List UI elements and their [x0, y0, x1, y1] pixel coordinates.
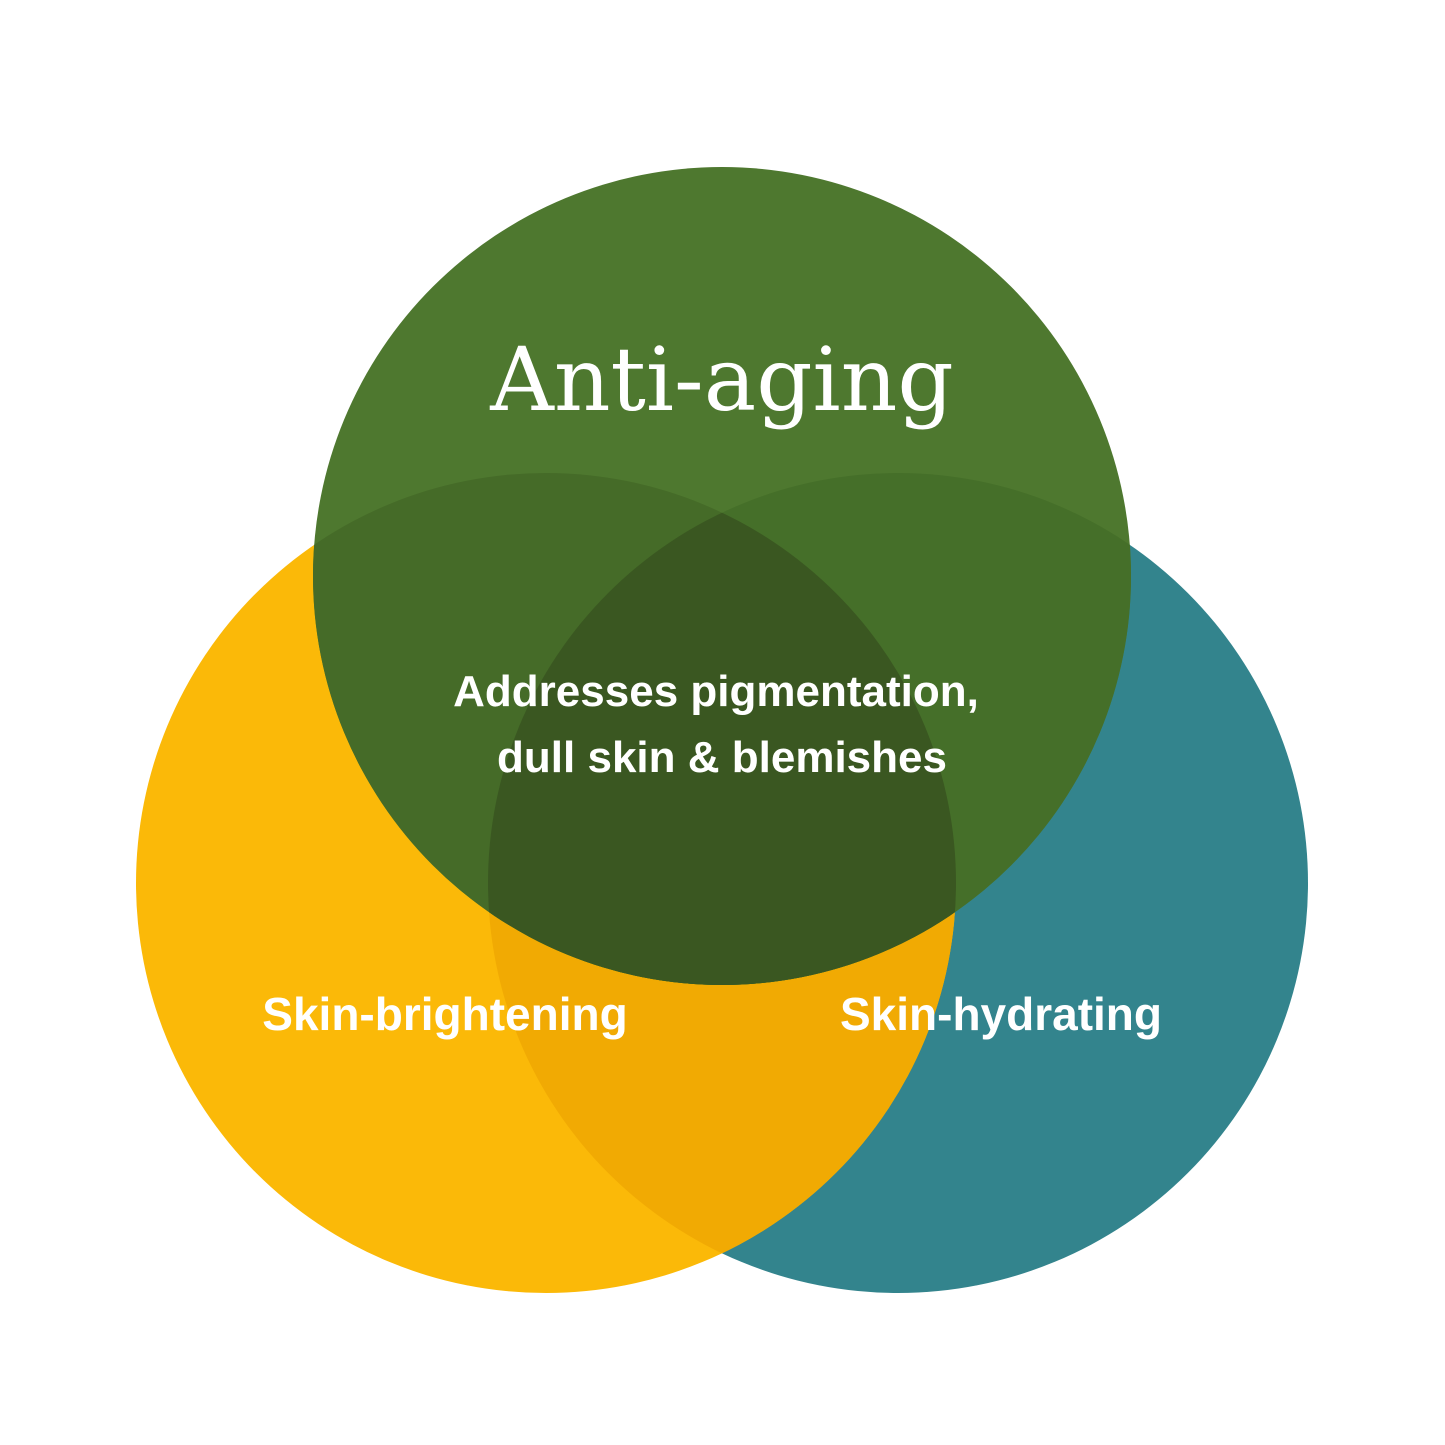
skin-brightening-label: Skin-brightening: [262, 988, 627, 1040]
anti-aging-label: Anti-aging: [489, 328, 953, 431]
center-overlap: [488, 473, 956, 985]
center-label-line-2: dull skin & blemishes: [497, 733, 947, 782]
center-label-line-1: Addresses pigmentation,: [453, 667, 979, 716]
skin-hydrating-label: Skin-hydrating: [840, 988, 1162, 1040]
